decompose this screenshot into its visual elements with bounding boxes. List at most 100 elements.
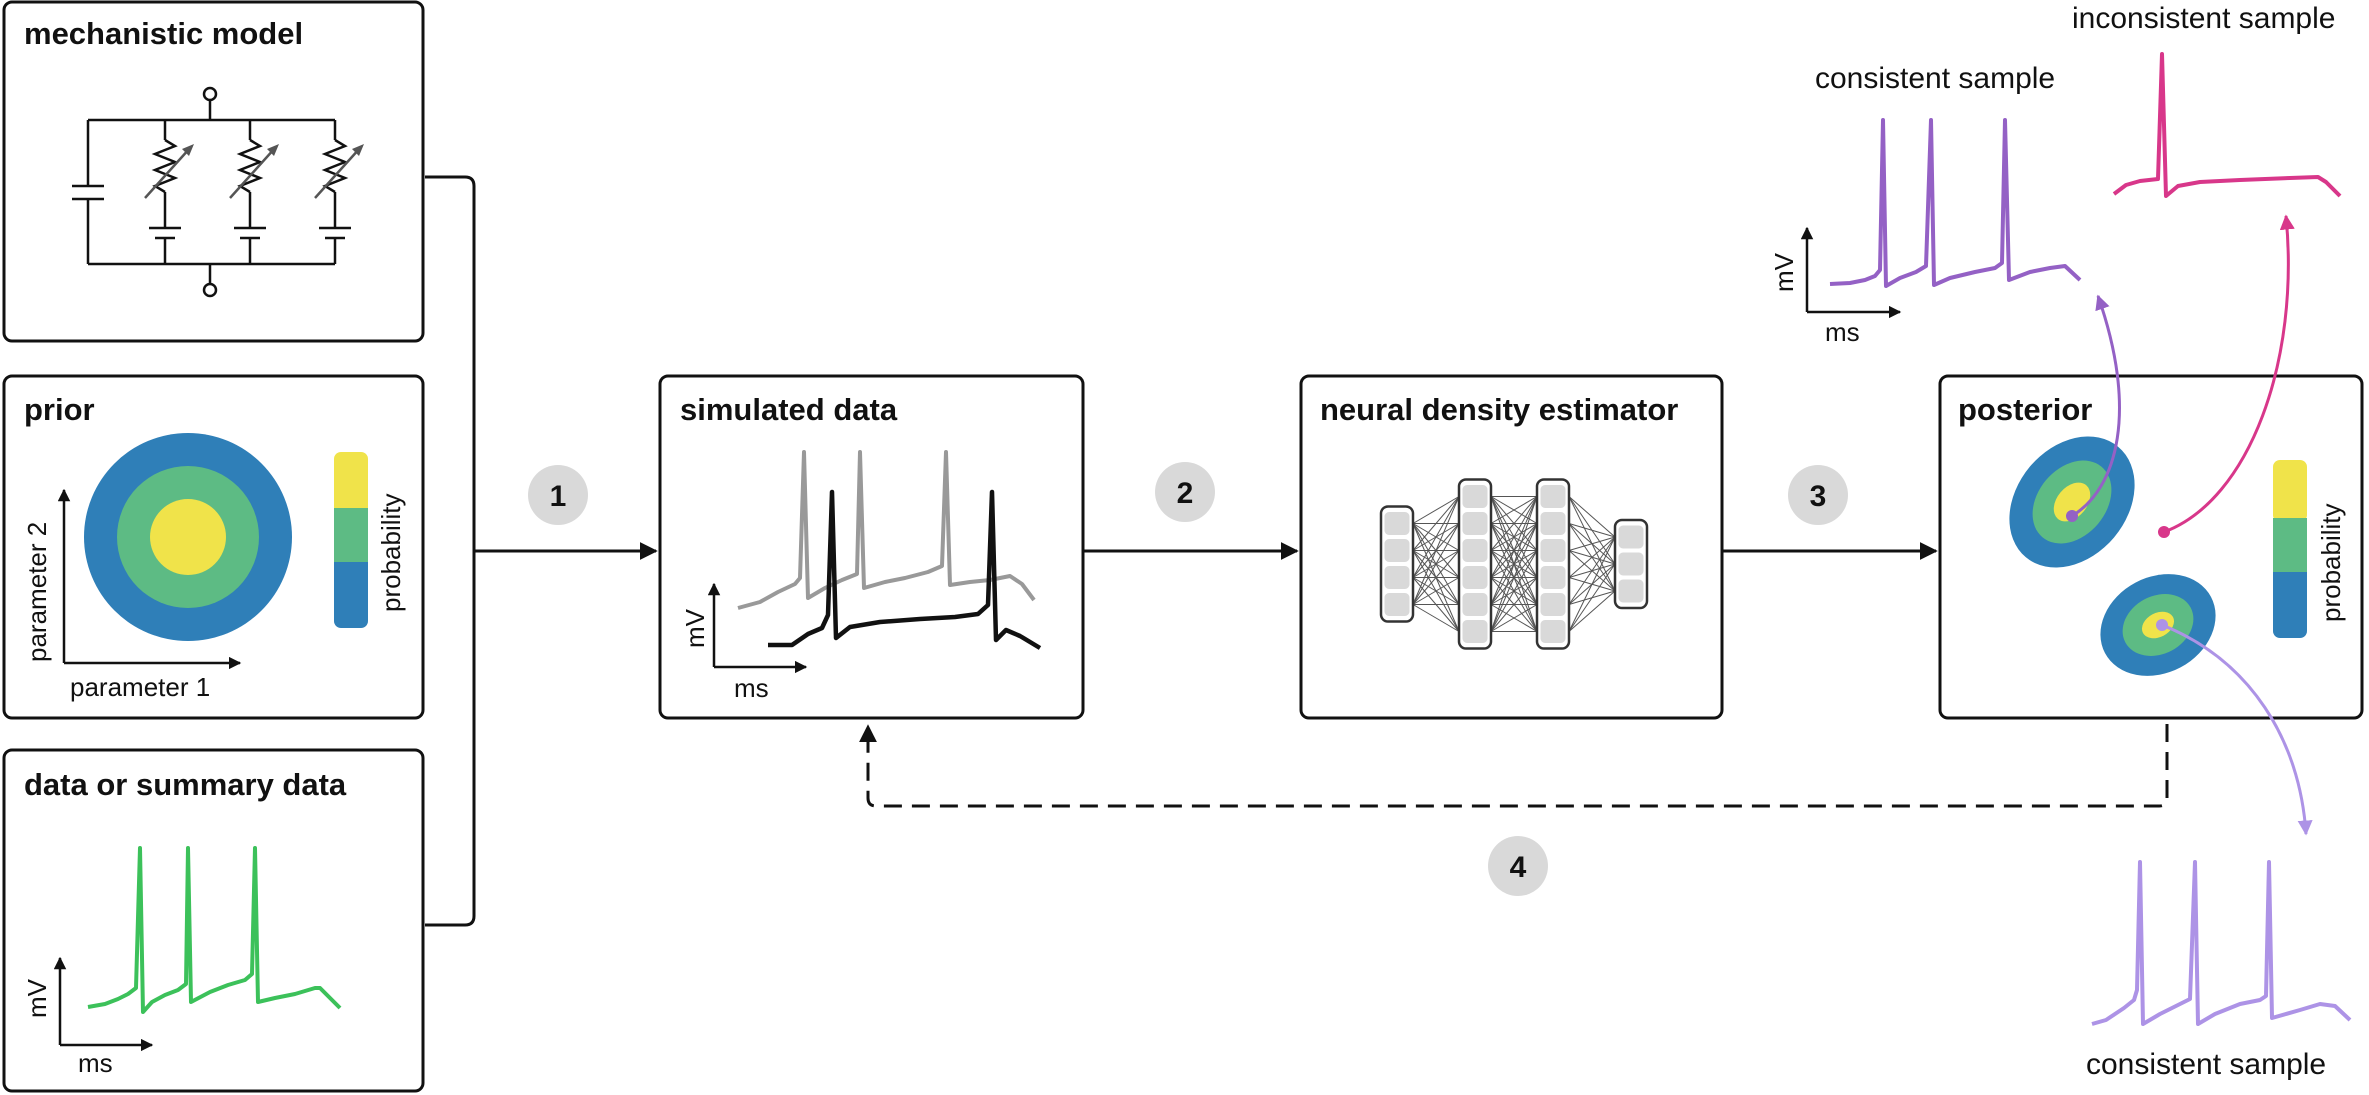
network-edge — [1568, 523, 1616, 538]
network-edge — [1490, 577, 1538, 632]
network-edge — [1568, 536, 1616, 632]
sample-arrow-consistent-top — [2066, 294, 2121, 522]
network-node — [1384, 539, 1410, 562]
network-edge — [1490, 496, 1538, 605]
network-edge — [1490, 496, 1538, 632]
panel-prior: prior parameter 2 parameter 1 probabilit… — [2, 374, 425, 720]
network-edge — [1412, 523, 1460, 605]
prior-density-rings — [84, 433, 292, 641]
panel-frame — [2, 0, 425, 343]
sample-axes — [1800, 226, 1902, 319]
colorbar-label: probability — [2316, 503, 2346, 622]
observed-voltage-trace — [87, 846, 342, 1014]
panel-title: mechanistic model — [24, 16, 303, 51]
step-badge-4: 4 — [1488, 836, 1548, 896]
colorbar-label: probability — [376, 493, 406, 612]
network-node — [1384, 593, 1410, 616]
probability-colorbar — [2273, 460, 2307, 638]
panel-title: prior — [24, 392, 95, 427]
network-connections — [1412, 496, 1616, 632]
step-number: 3 — [1810, 480, 1827, 513]
network-node — [1462, 485, 1488, 508]
network-edge — [1568, 563, 1616, 632]
network-node — [1618, 579, 1644, 603]
network-node — [1540, 485, 1566, 508]
simulated-trace-black — [768, 489, 1042, 650]
network-edge — [1490, 496, 1538, 524]
network-edge — [1412, 496, 1460, 551]
x-axis-label: ms — [734, 673, 769, 703]
step-badge-2: 2 — [1155, 462, 1215, 522]
circuit-icon — [72, 86, 364, 298]
network-edge — [1412, 496, 1460, 605]
network-edge — [1568, 590, 1616, 632]
network-edge — [1412, 577, 1460, 605]
panel-frame — [658, 374, 1085, 720]
sample-arrow-inconsistent — [2158, 214, 2295, 538]
neural-network-icon — [1379, 478, 1649, 650]
panel-simulated-data: simulated data mV ms — [658, 374, 1085, 720]
network-node — [1384, 566, 1410, 589]
input-bracket — [425, 175, 658, 927]
panel-frame — [2, 748, 425, 1093]
network-layer — [1457, 478, 1493, 650]
network-edge — [1568, 536, 1616, 578]
panel-title: neural density estimator — [1320, 392, 1678, 427]
feedback-loop-arrow — [859, 724, 2169, 808]
network-node — [1540, 539, 1566, 562]
prior-axes — [57, 488, 242, 670]
network-layer — [1379, 505, 1415, 623]
step-badge-1: 1 — [528, 465, 588, 525]
y-axis-label: mV — [680, 608, 710, 648]
x-axis-label: parameter 1 — [70, 672, 210, 702]
network-edge — [1568, 536, 1616, 551]
x-axis-label: ms — [1825, 317, 1860, 347]
sample-arrow-consistent-bottom — [2156, 619, 2313, 836]
panel-title: data or summary data — [24, 767, 347, 802]
step-number: 4 — [1510, 851, 1527, 884]
network-edge — [1412, 550, 1460, 605]
network-edge — [1490, 523, 1538, 632]
network-edge — [1412, 496, 1460, 578]
network-edge — [1412, 604, 1460, 632]
network-node — [1618, 525, 1644, 549]
network-node — [1540, 593, 1566, 616]
network-layer — [1613, 518, 1649, 610]
network-node — [1540, 620, 1566, 643]
panel-neural-density-estimator: neural density estimator — [1299, 374, 1724, 720]
network-edge — [1568, 536, 1616, 605]
panel-title: simulated data — [680, 392, 898, 427]
y-axis-label: mV — [1769, 252, 1799, 292]
sample-trace-purple — [1829, 118, 2082, 288]
panel-mechanistic-model: mechanistic model — [2, 0, 425, 343]
network-node — [1540, 512, 1566, 535]
y-axis-label: parameter 2 — [22, 522, 52, 662]
y-axis-label: mV — [22, 978, 52, 1018]
network-edge — [1490, 496, 1538, 578]
sample-consistent-top: consistent sample mV ms — [1769, 62, 2082, 347]
panel-posterior: posterior probability — [1938, 374, 2364, 720]
sample-label: consistent sample — [1815, 62, 2055, 95]
network-node — [1384, 512, 1410, 535]
network-node — [1618, 552, 1644, 576]
sample-inconsistent: inconsistent sample — [2072, 2, 2342, 198]
network-node — [1462, 593, 1488, 616]
network-node — [1462, 620, 1488, 643]
network-node — [1462, 539, 1488, 562]
x-axis-label: ms — [78, 1048, 113, 1078]
probability-colorbar — [334, 452, 368, 628]
network-edge — [1568, 496, 1616, 538]
sample-trace-lavender — [2091, 860, 2352, 1026]
panel-data: data or summary data mV ms — [2, 748, 425, 1093]
posterior-mode-upper — [2009, 436, 2135, 568]
panel-title: posterior — [1958, 392, 2092, 427]
network-node — [1462, 512, 1488, 535]
network-edge — [1490, 496, 1538, 551]
step-number: 1 — [550, 480, 567, 513]
network-layer — [1535, 478, 1571, 650]
network-edge — [1490, 550, 1538, 632]
simulated-trace-gray — [737, 450, 1036, 610]
sample-trace-magenta — [2112, 52, 2342, 198]
sample-label: inconsistent sample — [2072, 2, 2335, 35]
